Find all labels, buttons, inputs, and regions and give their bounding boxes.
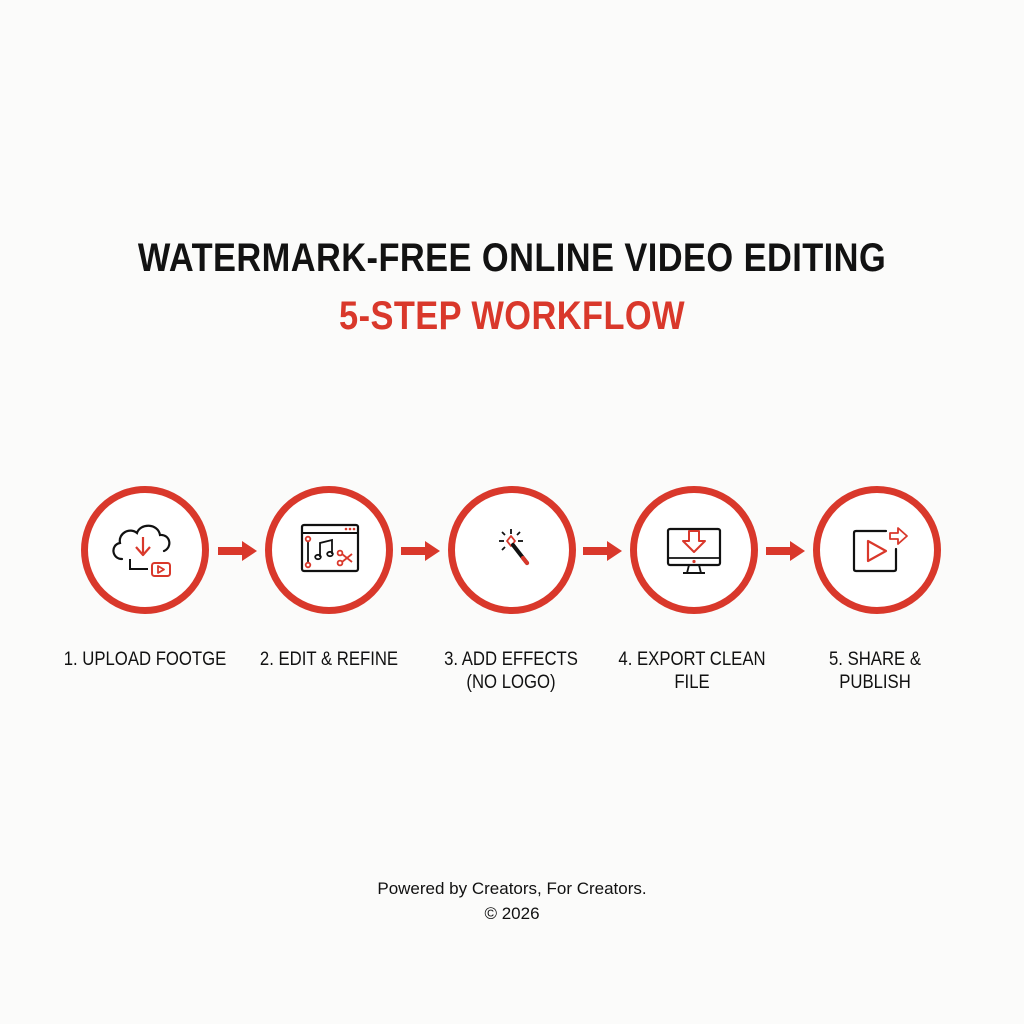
- step-5-share-node: [813, 486, 941, 614]
- share-play-icon: [852, 527, 908, 573]
- step-1-label: 1. UPLOAD FOOTGE: [63, 649, 227, 670]
- step-2-label: 2. EDIT & REFINE: [259, 649, 399, 670]
- step-4-export-node: [630, 486, 758, 614]
- page-subtitle: 5-STEP WORKFLOW: [339, 294, 685, 338]
- cloud-upload-icon: [112, 524, 171, 577]
- editor-window-icon: [300, 523, 360, 573]
- flow-arrow-3: [583, 540, 623, 562]
- flow-arrow-2: [401, 540, 441, 562]
- step-1-upload-node: [81, 486, 209, 614]
- flow-arrow-4: [766, 540, 806, 562]
- page-title: WATERMARK-FREE ONLINE VIDEO EDITING: [137, 236, 887, 280]
- step-5-label: 5. SHARE & PUBLISH: [828, 649, 921, 693]
- step-4-label: 4. EXPORT CLEAN FILE: [618, 649, 766, 693]
- workflow-diagram: [0, 486, 1024, 626]
- step-3-effects-node: [448, 486, 576, 614]
- step-3-label: 3. ADD EFFECTS (NO LOGO): [444, 649, 578, 693]
- footer-tagline: Powered by Creators, For Creators.: [377, 879, 647, 898]
- step-2-edit-node: [265, 486, 393, 614]
- footer-copyright: © 2026: [484, 904, 540, 923]
- magic-wand-icon: [499, 529, 530, 566]
- flow-arrow-1: [218, 540, 258, 562]
- monitor-download-icon: [666, 527, 722, 574]
